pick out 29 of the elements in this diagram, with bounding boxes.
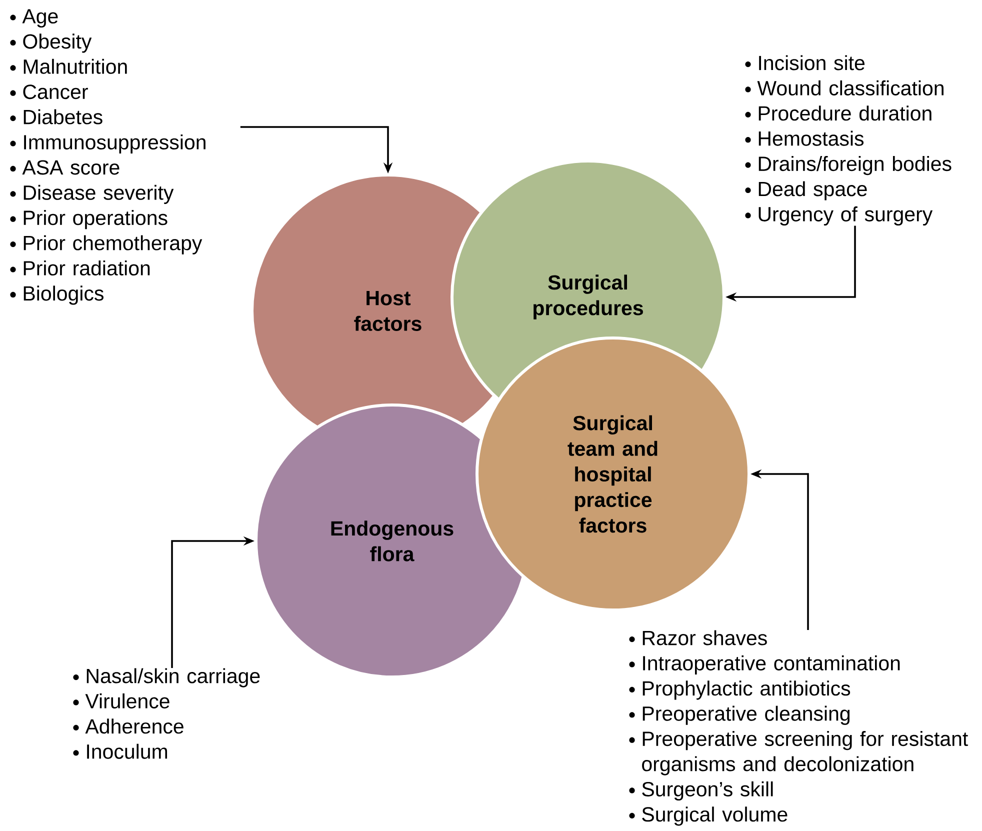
list-item: Incision site — [745, 55, 865, 70]
list-item: Hemostasis — [745, 130, 864, 146]
list-item: Wound classification — [745, 80, 944, 96]
list-item: Biologics — [10, 286, 104, 305]
list-item: ASA score — [10, 160, 120, 175]
list-item: Immunosuppression — [10, 134, 206, 154]
list-item: Obesity — [10, 34, 92, 53]
list-item: Prior operations — [10, 210, 168, 230]
list-item: Cancer — [10, 84, 88, 100]
list-item: Dead space — [745, 181, 867, 200]
list-item: Procedure duration — [745, 106, 932, 121]
list-item: Intraoperative contamination — [629, 655, 900, 675]
list-item: Disease severity — [10, 184, 174, 204]
list-item: Age — [10, 9, 58, 28]
list-item: Preoperative screening for resistant organisms and decolonization — [629, 731, 968, 776]
list-item: Urgency of surgery — [745, 206, 933, 226]
list-item: Prophylactic antibiotics — [629, 680, 850, 700]
list-item: Malnutrition — [10, 58, 127, 74]
list-item: Inoculum — [73, 744, 168, 759]
list-item: Surgeon’s skill — [629, 781, 773, 801]
list-item: Drains/foreign bodies — [745, 156, 952, 176]
list-item: Razor shaves — [629, 630, 767, 646]
list-item: Adherence — [73, 718, 184, 734]
list-item: Prior chemotherapy — [10, 235, 202, 254]
list-item: Diabetes — [10, 109, 102, 124]
list-item: Virulence — [73, 693, 170, 708]
list-item: Preoperative cleansing — [629, 706, 850, 725]
list-item: Prior radiation — [10, 260, 150, 276]
list-item: Surgical volume — [629, 806, 788, 826]
